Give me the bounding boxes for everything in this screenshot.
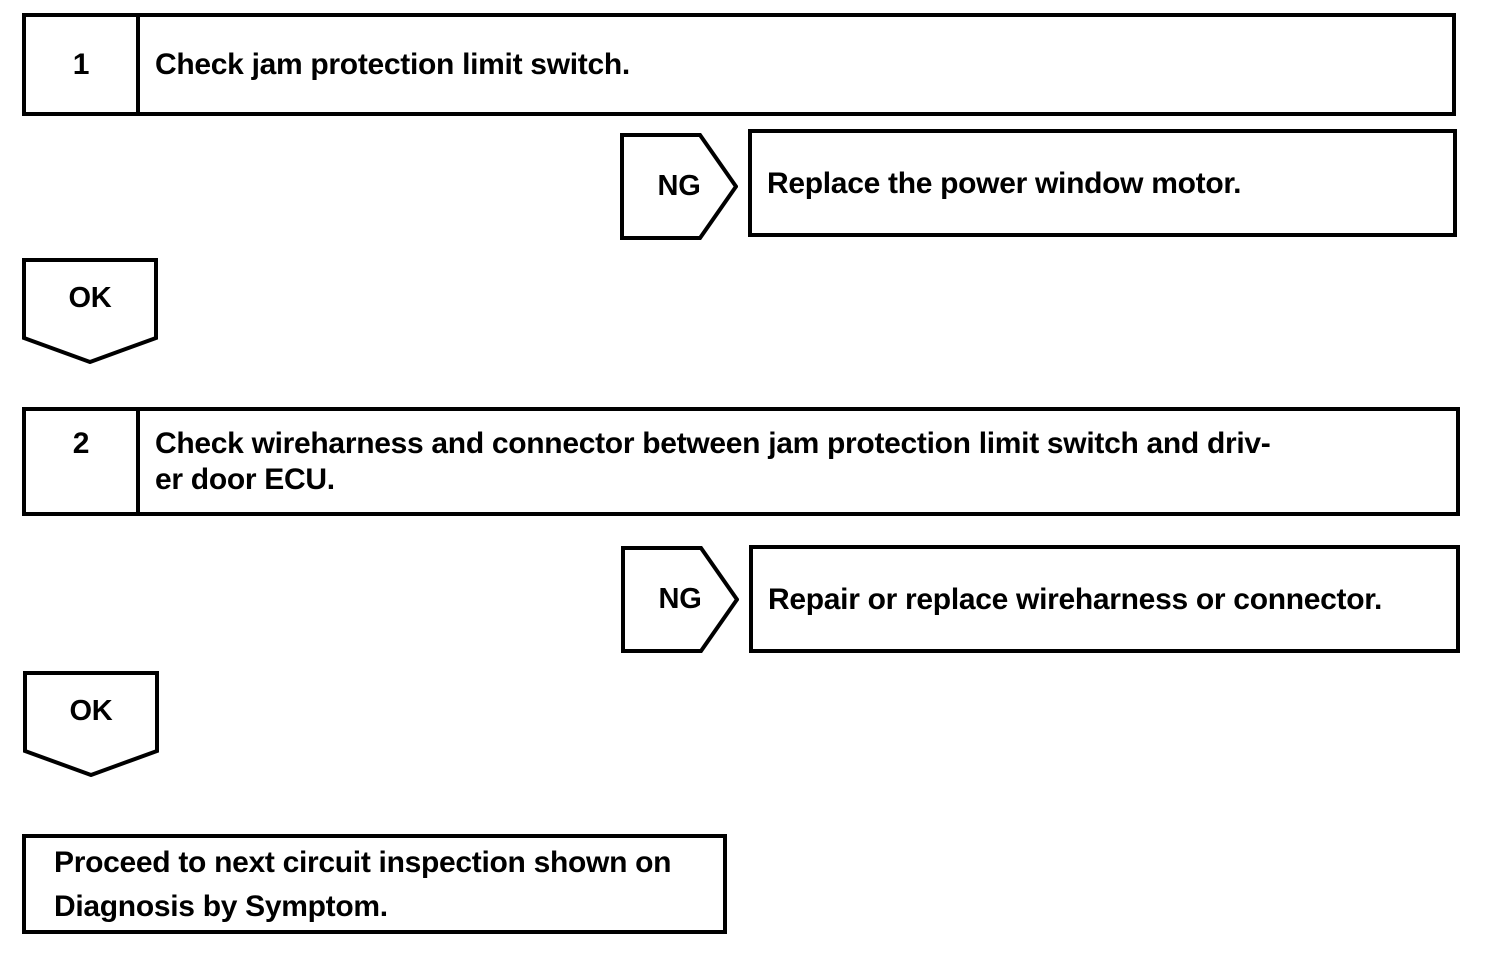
ok-pentagon-outline	[23, 671, 159, 777]
final-instruction-box: Proceed to next circuit inspection shown…	[22, 834, 727, 934]
step-2-instruction-line: Check wireharness and connector between …	[155, 426, 1271, 460]
ng-pentagon-outline	[621, 546, 739, 653]
ng-result-1-box: Replace the power window motor.	[748, 129, 1457, 237]
step-1-instruction-line: Check jam protection limit switch.	[155, 47, 630, 81]
step-2-instruction-line: er door ECU.	[155, 462, 335, 496]
ok-label-2: OK	[69, 694, 113, 727]
step-2-number: 2	[26, 411, 140, 512]
ok-pentagon-icon	[23, 671, 159, 777]
final-instruction-line: Diagnosis by Symptom.	[54, 890, 388, 923]
ng-label-2: NG	[658, 583, 702, 615]
ng-pentagon-outline	[620, 133, 738, 240]
ok-arrow-1: OK	[22, 258, 158, 364]
ok-pentagon-outline	[22, 258, 158, 364]
step-1-instruction: Check jam protection limit switch.	[140, 17, 1452, 112]
ng-pentagon-icon	[621, 546, 739, 653]
ok-label-1: OK	[68, 281, 112, 314]
ok-pentagon-icon	[22, 258, 158, 364]
ng-pentagon-icon	[620, 133, 738, 240]
ng-label-1: NG	[657, 170, 701, 202]
ok-arrow-2: OK	[23, 671, 159, 777]
ng-result-2-text: Repair or replace wireharness or connect…	[768, 582, 1383, 616]
ng-arrow-2: NG	[621, 546, 739, 653]
step-2-instruction: Check wireharness and connector between …	[140, 411, 1456, 512]
step-2-box: 2 Check wireharness and connector betwee…	[22, 407, 1460, 516]
ng-result-2-box: Repair or replace wireharness or connect…	[749, 545, 1460, 653]
final-instruction-line: Proceed to next circuit inspection shown…	[54, 846, 672, 879]
ng-arrow-1: NG	[620, 133, 738, 240]
step-1-number: 1	[26, 17, 140, 112]
step-1-box: 1 Check jam protection limit switch.	[22, 13, 1456, 116]
ng-result-1-text: Replace the power window motor.	[767, 166, 1242, 200]
